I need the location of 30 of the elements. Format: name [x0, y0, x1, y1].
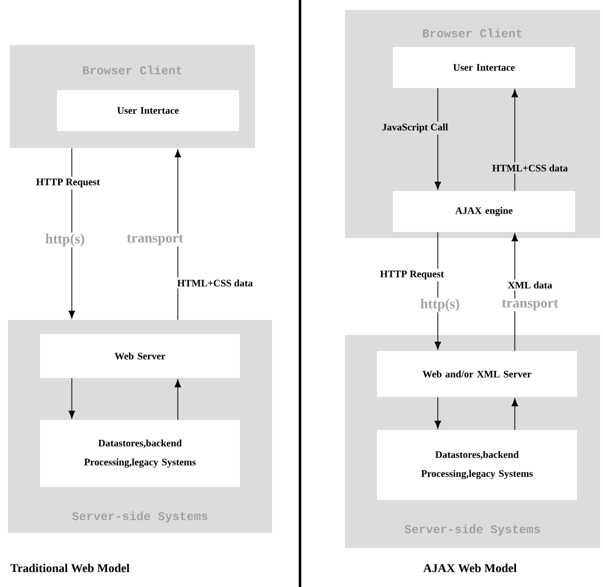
process-box: Web Server — [40, 334, 240, 378]
process-box: User Intertace — [393, 47, 575, 88]
model-caption: Traditional Web Model — [10, 564, 130, 572]
edge-label: HTTP Request — [34, 176, 102, 190]
arrow — [512, 398, 518, 430]
transport-label: transport — [500, 298, 560, 312]
arrow — [68, 378, 75, 419]
transport-label: http(s) — [419, 298, 461, 312]
process-box: AJAX engine — [393, 191, 575, 232]
arrow — [434, 88, 441, 190]
edge-label: XML data — [506, 280, 554, 290]
edge-label: HTTP Request — [378, 268, 446, 282]
process-box: Datastores,backend Processing,legacy Systems — [40, 420, 240, 487]
arrow — [174, 149, 181, 320]
process-box: Web and/or XML Server — [377, 351, 577, 397]
arrow — [512, 89, 518, 192]
transport-label: http(s) — [44, 232, 86, 248]
panel-heading: Server-side Systems — [404, 524, 540, 536]
process-box: Datastores,backend Processing,legacy Systems — [377, 430, 577, 500]
model-caption: AJAX Web Model — [423, 564, 517, 572]
transport-label: transport — [126, 234, 184, 246]
arrow — [174, 379, 181, 420]
edge-label: JavaScript Call — [380, 121, 450, 135]
panel-heading: Server-side Systems — [72, 511, 208, 523]
panel-heading: Browser Client — [423, 28, 522, 38]
edge-label: HTML+CSS data — [490, 162, 570, 174]
panel-heading: Browser Client — [83, 66, 182, 74]
edge-label: HTML+CSS data — [175, 278, 255, 288]
process-box: User Intertace — [57, 90, 239, 131]
arrow — [434, 396, 441, 429]
